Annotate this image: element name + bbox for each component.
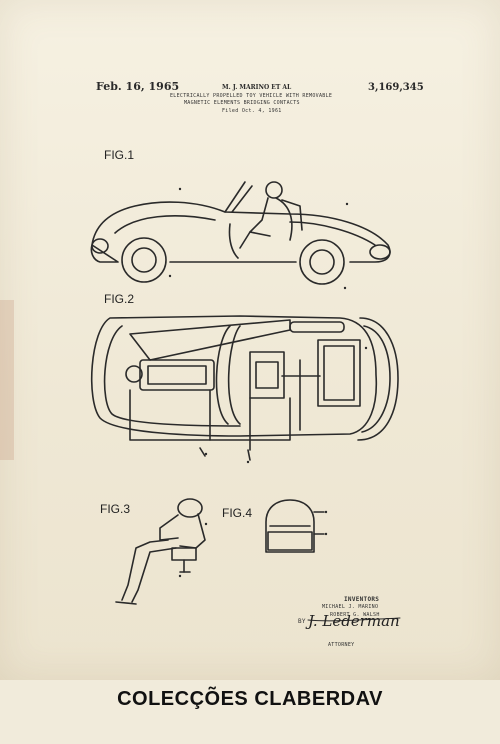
patent-drawings [90,181,401,622]
fig4-device-drawing [265,499,325,553]
attorney-label: ATTORNEY [328,642,355,648]
patent-inventor: M. J. MARINO ET AL [222,84,292,91]
attorney-signature: J. Lederman [308,612,400,630]
patent-number: 3,169,345 [368,82,424,93]
paper-stain [0,300,14,460]
inventor-name-1: MICHAEL J. MARINO [322,604,379,610]
fig3-seated-figure-drawing [115,498,206,605]
fig3-label: FIG.3 [100,502,131,516]
fig2-label: FIG.2 [104,292,135,306]
fig2-top-view-drawing [90,315,399,461]
fig1-label: FIG.1 [104,148,135,162]
patent-title-line1: ELECTRICALLY PROPELLED TOY VEHICLE WITH … [170,93,333,99]
inventors-heading: INVENTORS [344,596,380,603]
inventor-name-2: ROBERT G. WALSH [330,612,380,618]
patent-sheet [0,0,500,680]
footer-band [0,680,500,744]
fig4-label: FIG.4 [222,506,253,520]
fig1-car-drawing [90,181,391,285]
brand-caption: COLECÇÕES CLABERDAV [117,688,383,710]
patent-date: Feb. 16, 1965 [96,80,180,93]
patent-title-line2: MAGNETIC ELEMENTS BRIDGING CONTACTS [184,100,300,106]
patent-filed: Filed Oct. 4, 1961 [222,108,282,114]
by-label: BY [298,618,306,625]
